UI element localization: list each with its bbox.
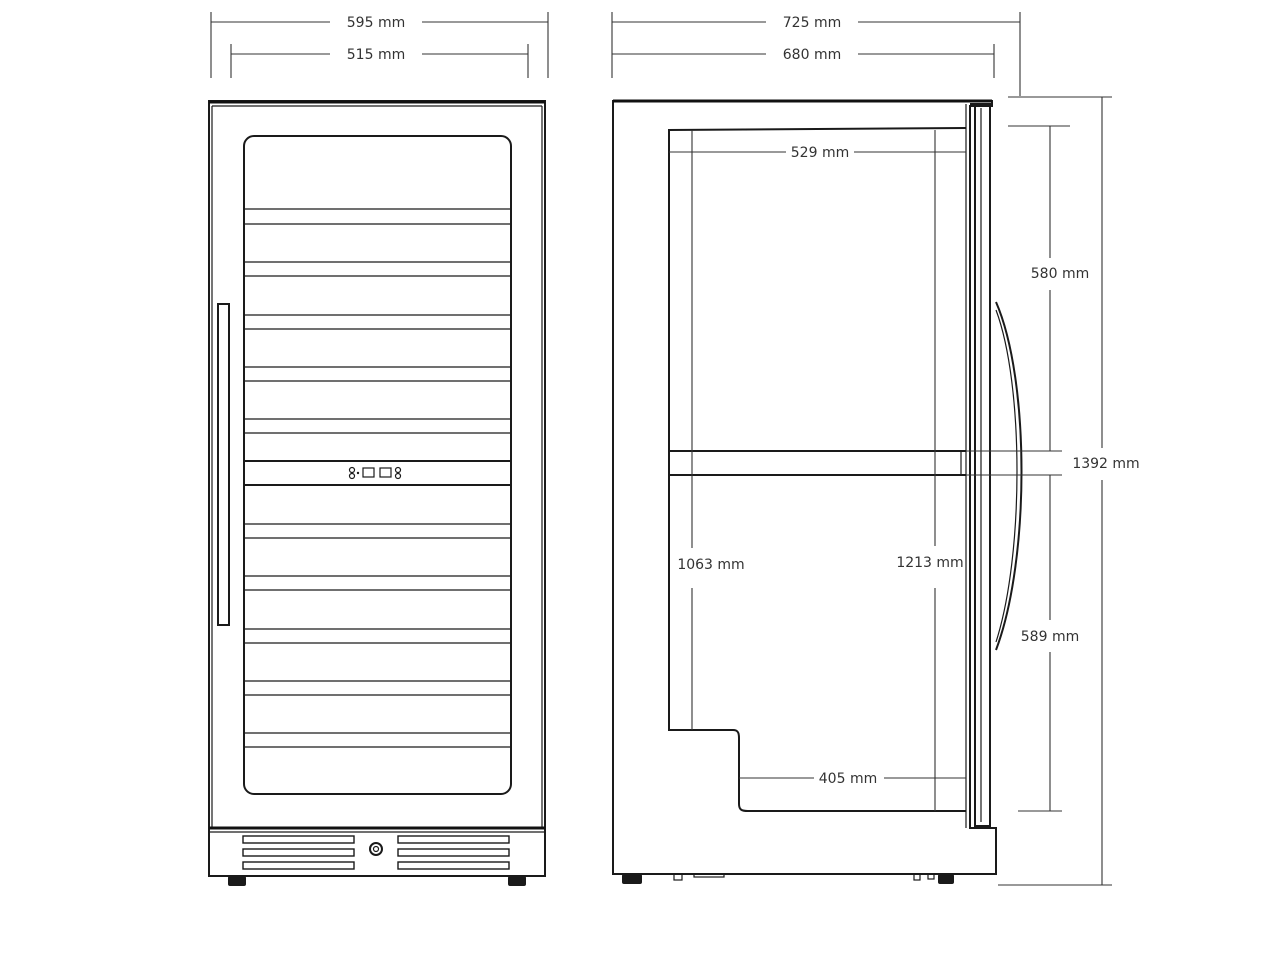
front-left-foot [228, 876, 246, 886]
lower-inner-depth-label: 405 mm [819, 771, 877, 787]
display-icon [379, 467, 392, 478]
inner-width-label: 515 mm [347, 47, 405, 63]
side-front-foot [938, 874, 954, 884]
front-view: 595 mm 515 mm [208, 12, 549, 886]
display-icon [362, 467, 375, 478]
front-cabinet-body [208, 100, 546, 877]
total-height-label: 1392 mm [1072, 456, 1139, 472]
cabinet-depth-label: 680 mm [783, 47, 841, 63]
dim-rear-inner-height: 1063 mm [677, 130, 745, 730]
upper-inner-depth-label: 529 mm [791, 145, 849, 161]
side-handle [995, 301, 1023, 651]
door-handle [217, 303, 230, 626]
kick-plate [209, 826, 545, 870]
glass-door-window [243, 135, 512, 795]
rear-inner-height-label: 1063 mm [677, 557, 744, 573]
inner-cavity-outline [668, 127, 967, 812]
dim-upper-inner-depth: 529 mm [669, 145, 966, 161]
side-door-edge [970, 103, 991, 827]
outer-depth-label: 725 mm [783, 15, 841, 31]
dim-cabinet-depth: 680 mm [612, 44, 995, 78]
front-inner-height-label: 1213 mm [896, 555, 963, 571]
dim-lower-zone-height: 589 mm [1018, 475, 1079, 812]
side-cabinet-body [612, 100, 997, 875]
upper-zone-height-label: 580 mm [1031, 266, 1089, 282]
lock-icon [369, 842, 383, 856]
dim-divider-extension [966, 450, 1062, 476]
outer-width-label: 595 mm [347, 15, 405, 31]
dim-outer-depth: 725 mm [611, 12, 1021, 96]
side-rear-foot [622, 874, 642, 884]
dim-outer-width: 595 mm [210, 12, 549, 78]
dim-inner-width: 515 mm [230, 44, 529, 78]
front-shelves [245, 208, 510, 748]
control-panel [245, 460, 510, 486]
front-right-foot [508, 876, 526, 886]
dim-total-height: 1392 mm [998, 96, 1140, 886]
lower-zone-height-label: 589 mm [1021, 629, 1079, 645]
dim-front-inner-height: 1213 mm [896, 130, 964, 811]
button-icon [348, 466, 356, 474]
button-icon [394, 466, 402, 474]
dim-upper-zone-height: 580 mm [1008, 125, 1089, 451]
dim-lower-inner-depth: 405 mm [739, 771, 966, 787]
side-view: 725 mm 680 mm 529 mm [611, 12, 1140, 886]
